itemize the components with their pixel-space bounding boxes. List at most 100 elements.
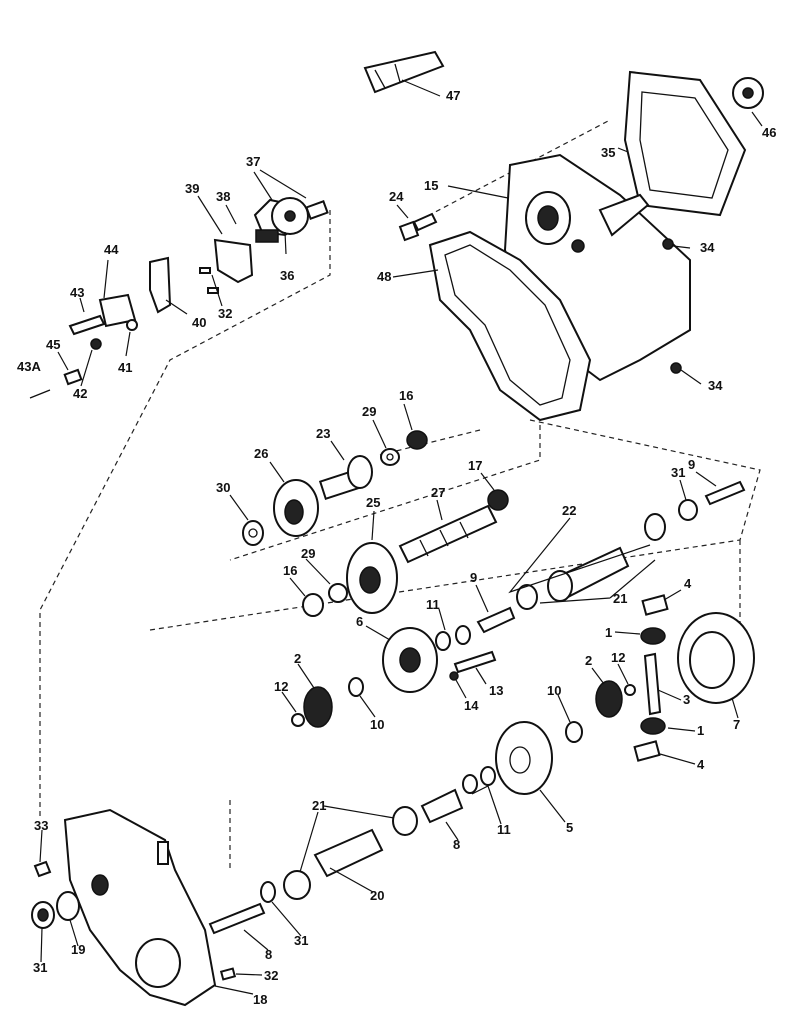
part-2-bevel-gear-left <box>303 686 333 728</box>
callout-8-upper: 8 <box>453 837 460 852</box>
callout-15: 15 <box>424 178 438 193</box>
part-12-washer-left <box>291 713 305 727</box>
part-33-bolt <box>33 860 52 878</box>
part-35-cover <box>623 70 747 217</box>
callout-45: 45 <box>46 337 60 352</box>
callout-39: 39 <box>185 181 199 196</box>
callout-32-upper: 32 <box>218 306 232 321</box>
part-34-nut-upper <box>662 238 674 250</box>
callout-40: 40 <box>192 315 206 330</box>
callout-41: 41 <box>118 360 132 375</box>
callout-37: 37 <box>246 154 260 169</box>
callout-16-upper: 16 <box>399 388 413 403</box>
callout-44: 44 <box>104 242 119 257</box>
callout-10-right: 10 <box>547 683 561 698</box>
leader-lines <box>39 79 763 995</box>
part-17-bearing <box>487 489 509 511</box>
part-8-stub-shaft-lower <box>208 902 266 935</box>
callout-29-lower: 29 <box>301 546 315 561</box>
callout-32-lower: 32 <box>264 968 278 983</box>
part-4-block-upper <box>641 594 669 616</box>
callout-48: 48 <box>377 269 391 284</box>
callout-3: 3 <box>683 692 690 707</box>
part-3-cross-shaft <box>643 652 662 716</box>
callout-31-left: 31 <box>33 960 47 975</box>
callout-21-lower: 21 <box>312 798 326 813</box>
part-46-gear <box>732 77 764 109</box>
part-23-gear-shaft <box>318 455 373 500</box>
callout-16-lower: 16 <box>283 563 297 578</box>
part-12-washer-right <box>624 684 636 696</box>
callout-18: 18 <box>253 992 267 1007</box>
part-29-washer-upper <box>380 448 400 466</box>
callout-2-left: 2 <box>294 651 301 666</box>
callout-34-upper: 34 <box>700 240 715 255</box>
callout-43: 43 <box>70 285 84 300</box>
callout-21-upper: 21 <box>613 591 627 606</box>
callout-12-right: 12 <box>611 650 625 665</box>
callout-4-lower: 4 <box>697 757 705 772</box>
part-14-nut <box>449 671 459 681</box>
callout-25: 25 <box>366 495 380 510</box>
callout-11-lower: 11 <box>497 822 511 837</box>
callout-7: 7 <box>733 717 740 732</box>
callout-31-right: 31 <box>294 933 308 948</box>
callout-38: 38 <box>216 189 230 204</box>
part-20-axle-housing <box>283 806 418 900</box>
part-11-washers-upper <box>435 625 471 651</box>
callout-47: 47 <box>446 88 460 103</box>
part-11-washers-lower <box>462 766 496 794</box>
part-22-hub <box>516 513 666 610</box>
callout-23: 23 <box>316 426 330 441</box>
callout-12-left: 12 <box>274 679 288 694</box>
callout-10-left: 10 <box>370 717 384 732</box>
part-1-pinion-upper <box>640 627 666 645</box>
callout-8-lower: 8 <box>265 947 272 962</box>
part-2-bevel-gear-right <box>595 680 623 718</box>
callout-24: 24 <box>389 189 404 204</box>
part-10-washer-left <box>348 677 364 697</box>
callout-46: 46 <box>762 125 776 140</box>
part-31-washer-upper <box>678 499 698 521</box>
callout-14: 14 <box>464 698 479 713</box>
callout-2-right: 2 <box>585 653 592 668</box>
callout-27: 27 <box>431 485 445 500</box>
callout-42: 42 <box>73 386 87 401</box>
part-13-bolt <box>453 650 497 674</box>
callout-43A: 43A <box>17 359 41 374</box>
part-16-bearing-lower <box>302 593 324 617</box>
part-31-washer-lower <box>260 881 276 903</box>
callout-36: 36 <box>280 268 294 283</box>
part-6-carrier <box>382 627 438 693</box>
part-10-washer-right <box>565 721 583 743</box>
part-8-stub-shaft-upper <box>420 788 464 824</box>
callout-34-lower: 34 <box>708 378 723 393</box>
callout-20: 20 <box>370 888 384 903</box>
part-19-bearing <box>56 891 80 921</box>
callout-19: 19 <box>71 942 85 957</box>
part-7-ring-gear <box>677 612 755 704</box>
part-25-gear <box>346 542 398 614</box>
callout-33: 33 <box>34 818 48 833</box>
part-29-washer-lower <box>328 583 348 603</box>
part-9-pin-upper <box>704 480 746 506</box>
part-27-splined-shaft <box>398 504 498 564</box>
shifter-assembly <box>29 197 329 399</box>
part-1-pinion-lower <box>640 717 666 735</box>
callout-11-upper: 11 <box>426 597 440 612</box>
callout-29-upper: 29 <box>362 404 376 419</box>
part-31-seal-lower <box>31 901 55 929</box>
callout-5: 5 <box>566 820 573 835</box>
part-18-lower-housing <box>63 808 217 1007</box>
part-48-gasket <box>428 230 592 422</box>
callout-13: 13 <box>489 683 503 698</box>
part-24-bolt <box>398 212 438 242</box>
callout-9-lower: 9 <box>470 570 477 585</box>
part-26-gear <box>273 479 319 537</box>
callout-4-upper: 4 <box>684 576 692 591</box>
part-32-pin-lower <box>219 967 237 981</box>
part-34-nut-lower <box>670 362 682 374</box>
callout-1-upper: 1 <box>605 625 612 640</box>
